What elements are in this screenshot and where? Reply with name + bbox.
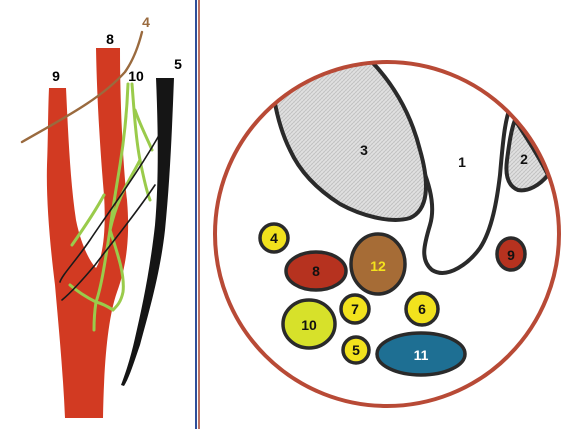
- label-vessel-5: 5: [174, 56, 182, 72]
- label-structure-8: 8: [312, 263, 320, 279]
- label-vessel-9: 9: [52, 68, 60, 84]
- label-structure-5: 5: [352, 342, 360, 358]
- label-nerve-4: 4: [142, 14, 150, 30]
- label-structure-9: 9: [507, 247, 515, 263]
- label-vessel-8: 8: [106, 31, 114, 47]
- black-vessel: [121, 78, 174, 386]
- label-region-3: 3: [360, 142, 368, 158]
- label-structure-12: 12: [370, 258, 386, 274]
- label-structure-11: 11: [414, 347, 429, 363]
- right-panel: 3 1 2 4 8 12 10 7 5 6 11 9: [215, 55, 559, 406]
- label-structure-6: 6: [418, 301, 426, 317]
- label-structure-7: 7: [351, 301, 359, 317]
- label-region-1: 1: [458, 154, 466, 170]
- label-structure-4: 4: [270, 230, 278, 246]
- panel-divider: [196, 0, 199, 429]
- left-panel: 9 8 4 10 5: [22, 14, 182, 418]
- label-structure-10: 10: [301, 317, 317, 333]
- label-region-2: 2: [520, 151, 528, 167]
- label-nerve-10: 10: [128, 68, 144, 84]
